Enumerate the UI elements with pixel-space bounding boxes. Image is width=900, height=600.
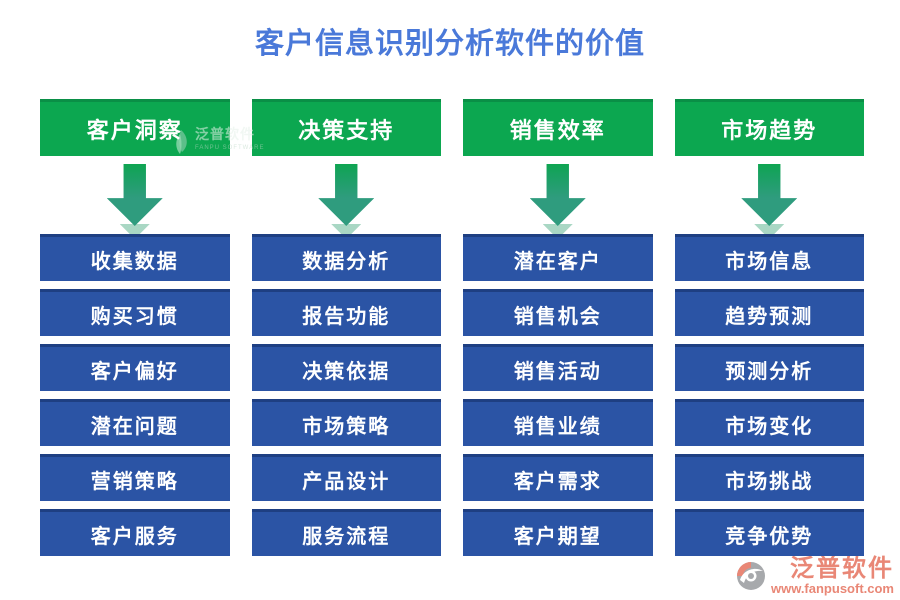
item-box: 服务流程 <box>251 509 441 556</box>
down-arrow <box>252 156 442 239</box>
item-box: 客户服务 <box>40 509 230 556</box>
column-sales-efficiency: 销售效率 潜在客户 销售机会 销售活动 销售业绩 客户需求 客户期望 <box>463 99 653 564</box>
item-box: 客户偏好 <box>40 344 230 391</box>
column-decision-support: 决策支持 数据分析 报告功能 决策依据 市场策略 产品设计 服务流程 <box>251 99 442 564</box>
item-box: 潜在问题 <box>40 399 230 446</box>
item-box: 客户期望 <box>463 509 653 556</box>
footer-url: www.fanpusoft.com <box>770 581 894 596</box>
item-box: 决策依据 <box>251 344 441 391</box>
column-header: 市场趋势 <box>674 99 864 156</box>
item-box: 产品设计 <box>251 454 441 501</box>
fanpu-logo-icon <box>736 562 765 590</box>
down-arrow <box>40 156 230 239</box>
down-arrow <box>675 156 865 239</box>
item-box: 收集数据 <box>40 234 230 281</box>
item-box: 市场变化 <box>674 399 864 446</box>
column-header: 客户洞察 <box>40 99 230 156</box>
down-arrow-icon <box>529 164 586 226</box>
item-box: 销售业绩 <box>463 399 653 446</box>
item-box: 竞争优势 <box>674 509 864 556</box>
columns-container: 客户洞察 收集数据 购买习惯 客户偏好 潜在问题 营销策略 客户服务 决策支持 … <box>0 99 900 564</box>
footer-brand: 泛普软件 <box>790 556 894 582</box>
item-box: 购买习惯 <box>40 289 230 336</box>
column-customer-insight: 客户洞察 收集数据 购买习惯 客户偏好 潜在问题 营销策略 客户服务 <box>40 99 230 564</box>
column-header: 销售效率 <box>463 99 653 156</box>
down-arrow-icon <box>741 164 798 226</box>
item-box: 市场挑战 <box>674 454 864 501</box>
item-box: 报告功能 <box>251 289 441 336</box>
item-box: 数据分析 <box>251 234 441 281</box>
page-title: 客户信息识别分析软件的价值 <box>254 28 645 60</box>
item-box: 市场信息 <box>674 234 864 281</box>
item-box: 营销策略 <box>40 454 230 501</box>
item-box: 销售活动 <box>463 344 653 391</box>
item-box: 预测分析 <box>674 344 864 391</box>
item-box: 市场策略 <box>251 399 441 446</box>
item-box: 趋势预测 <box>674 289 864 336</box>
down-arrow-icon <box>318 164 375 226</box>
item-box: 潜在客户 <box>463 234 653 281</box>
brand-watermark: 泛普软件 www.fanpusoft.com <box>735 556 894 596</box>
down-arrow <box>463 156 653 239</box>
column-market-trends: 市场趋势 市场信息 趋势预测 预测分析 市场变化 市场挑战 竞争优势 <box>674 99 865 564</box>
footer-text: 泛普软件 www.fanpusoft.com <box>771 556 894 596</box>
column-header: 决策支持 <box>251 99 441 156</box>
item-box: 客户需求 <box>463 454 653 501</box>
item-box: 销售机会 <box>463 289 653 336</box>
down-arrow-icon <box>106 164 163 226</box>
